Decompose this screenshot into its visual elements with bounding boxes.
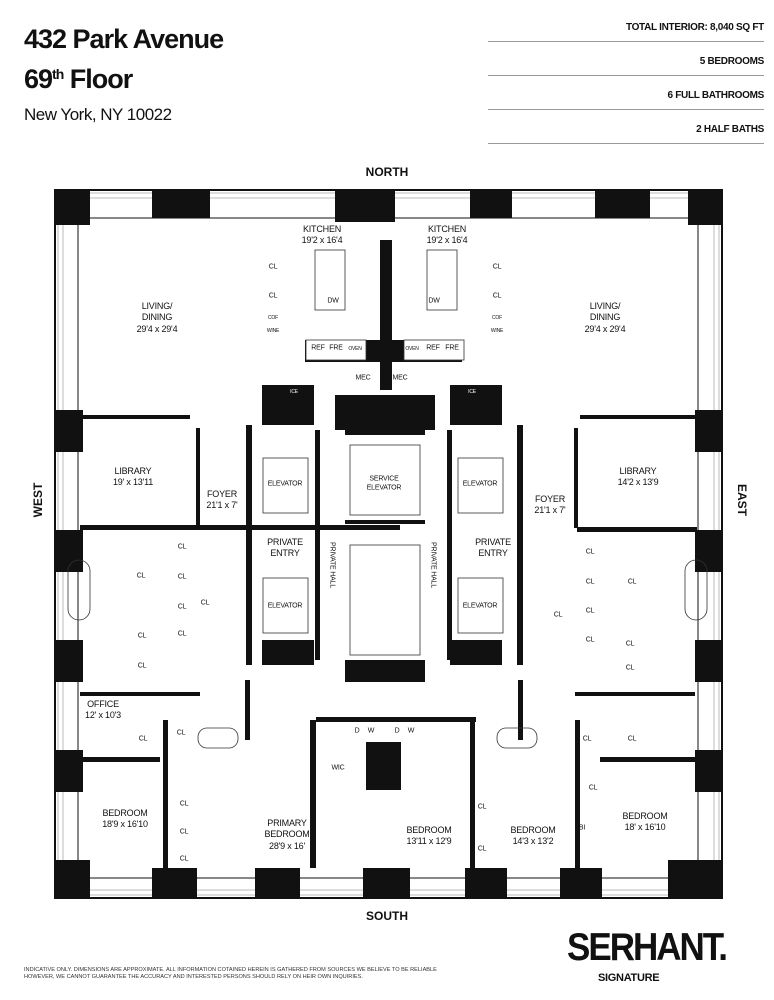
closet-label: CL xyxy=(553,611,563,619)
stat-full-baths: 6 FULL BATHROOMS xyxy=(488,90,764,110)
closet-label: CL xyxy=(627,735,637,743)
closet-label: CL xyxy=(492,292,502,300)
compass-south: SOUTH xyxy=(366,909,408,923)
closet-label: CL xyxy=(268,263,278,271)
elevator-label: ELEVATOR xyxy=(267,480,303,488)
closet-label: CL xyxy=(179,828,189,836)
stat-bedrooms: 5 BEDROOMS xyxy=(488,56,764,76)
elevator-label: ELEVATOR xyxy=(267,602,303,610)
ref-label: REF xyxy=(311,344,325,352)
closet-label: CL xyxy=(137,662,147,670)
fre-label: FRE xyxy=(445,344,459,352)
ice-label: ICE xyxy=(468,388,476,395)
columns xyxy=(55,190,722,898)
dryer-label: D xyxy=(394,727,400,735)
closet-label: CL xyxy=(179,800,189,808)
closet-label: CL xyxy=(588,784,598,792)
washer-label: W xyxy=(407,727,415,735)
fre-label: FRE xyxy=(329,344,343,352)
elevator-label: ELEVATOR xyxy=(462,602,498,610)
closet-label: CL xyxy=(177,603,187,611)
coffee-label: COF xyxy=(492,314,502,321)
oven-label: OVEN xyxy=(405,345,419,352)
fixtures xyxy=(67,249,708,749)
floor-number: 69 xyxy=(24,64,53,94)
closet-label: CL xyxy=(138,735,148,743)
closet-label: CL xyxy=(585,636,595,644)
closet-label: CL xyxy=(179,855,189,863)
stat-total-interior: TOTAL INTERIOR: 8,040 SQ FT xyxy=(488,22,764,42)
closet-label: CL xyxy=(268,292,278,300)
compass-east: EAST xyxy=(735,483,749,517)
private-hall-west: PRIVATE HALL xyxy=(328,542,336,588)
closet-label: CL xyxy=(136,572,146,580)
closet-label: CL xyxy=(176,729,186,737)
closet-label: CL xyxy=(625,664,635,672)
ref-label: REF xyxy=(426,344,440,352)
ice-label: ICE xyxy=(290,388,298,395)
closet-label: CL xyxy=(585,548,595,556)
address: New York, NY 10022 xyxy=(24,105,172,124)
floor-title: 69th Floor xyxy=(24,64,133,95)
floor-word: Floor xyxy=(69,64,133,94)
closet-label: CL xyxy=(627,578,637,586)
closet-label: CL xyxy=(625,640,635,648)
serhant-signature: SIGNATURE xyxy=(598,972,660,984)
washer-label: W xyxy=(367,727,375,735)
dw-label: DW xyxy=(327,297,339,305)
closet-label: CL xyxy=(477,803,487,811)
building-name: 432 Park Avenue xyxy=(24,24,224,54)
dw-label: DW xyxy=(428,297,440,305)
compass-north: NORTH xyxy=(365,165,409,179)
disclaimer: INDICATIVE ONLY. DIMENSIONS ARE APPROXIM… xyxy=(24,967,437,980)
closet-label: CL xyxy=(585,607,595,615)
closet-label: CL xyxy=(177,630,187,638)
stat-half-baths: 2 HALF BATHS xyxy=(488,124,764,144)
closet-label: CL xyxy=(200,599,210,607)
floor-suffix: th xyxy=(52,66,64,82)
dryer-label: D xyxy=(354,727,360,735)
closet-label: CL xyxy=(137,632,147,640)
elevator-label: ELEVATOR xyxy=(462,480,498,488)
built-in-label: BI xyxy=(578,824,586,832)
closet-label: CL xyxy=(177,543,187,551)
closet-label: CL xyxy=(585,578,595,586)
walls xyxy=(80,240,697,868)
closet-label: CL xyxy=(492,263,502,271)
closet-label: CL xyxy=(477,845,487,853)
serhant-logo: SERHANT. xyxy=(567,926,728,969)
closet-label: CL xyxy=(177,573,187,581)
coffee-label: COF xyxy=(268,314,278,321)
private-hall-east: PRIVATE HALL xyxy=(429,542,437,588)
wine-label: WINE xyxy=(266,327,280,334)
compass-west: WEST xyxy=(31,482,45,518)
mec-label: MEC xyxy=(355,374,371,382)
wine-label: WINE xyxy=(490,327,504,334)
closet-label: CL xyxy=(582,735,592,743)
wic-label: WIC xyxy=(331,764,345,772)
oven-label: OVEN xyxy=(348,345,362,352)
mec-label: MEC xyxy=(392,374,408,382)
